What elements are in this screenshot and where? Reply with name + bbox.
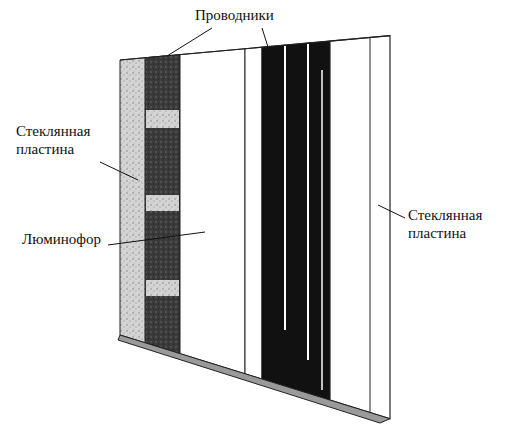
- leader-line: [262, 28, 268, 47]
- leader-line: [108, 232, 205, 245]
- callout-label: Стеклянная пластина: [16, 122, 108, 158]
- callout-label: Люминофор: [22, 230, 112, 248]
- part-label: Проводники: [195, 6, 305, 24]
- leader-line: [167, 28, 212, 56]
- leader-line: [100, 162, 138, 180]
- leader-line: [378, 205, 405, 218]
- callout-label: Стеклянная пластина: [408, 206, 504, 242]
